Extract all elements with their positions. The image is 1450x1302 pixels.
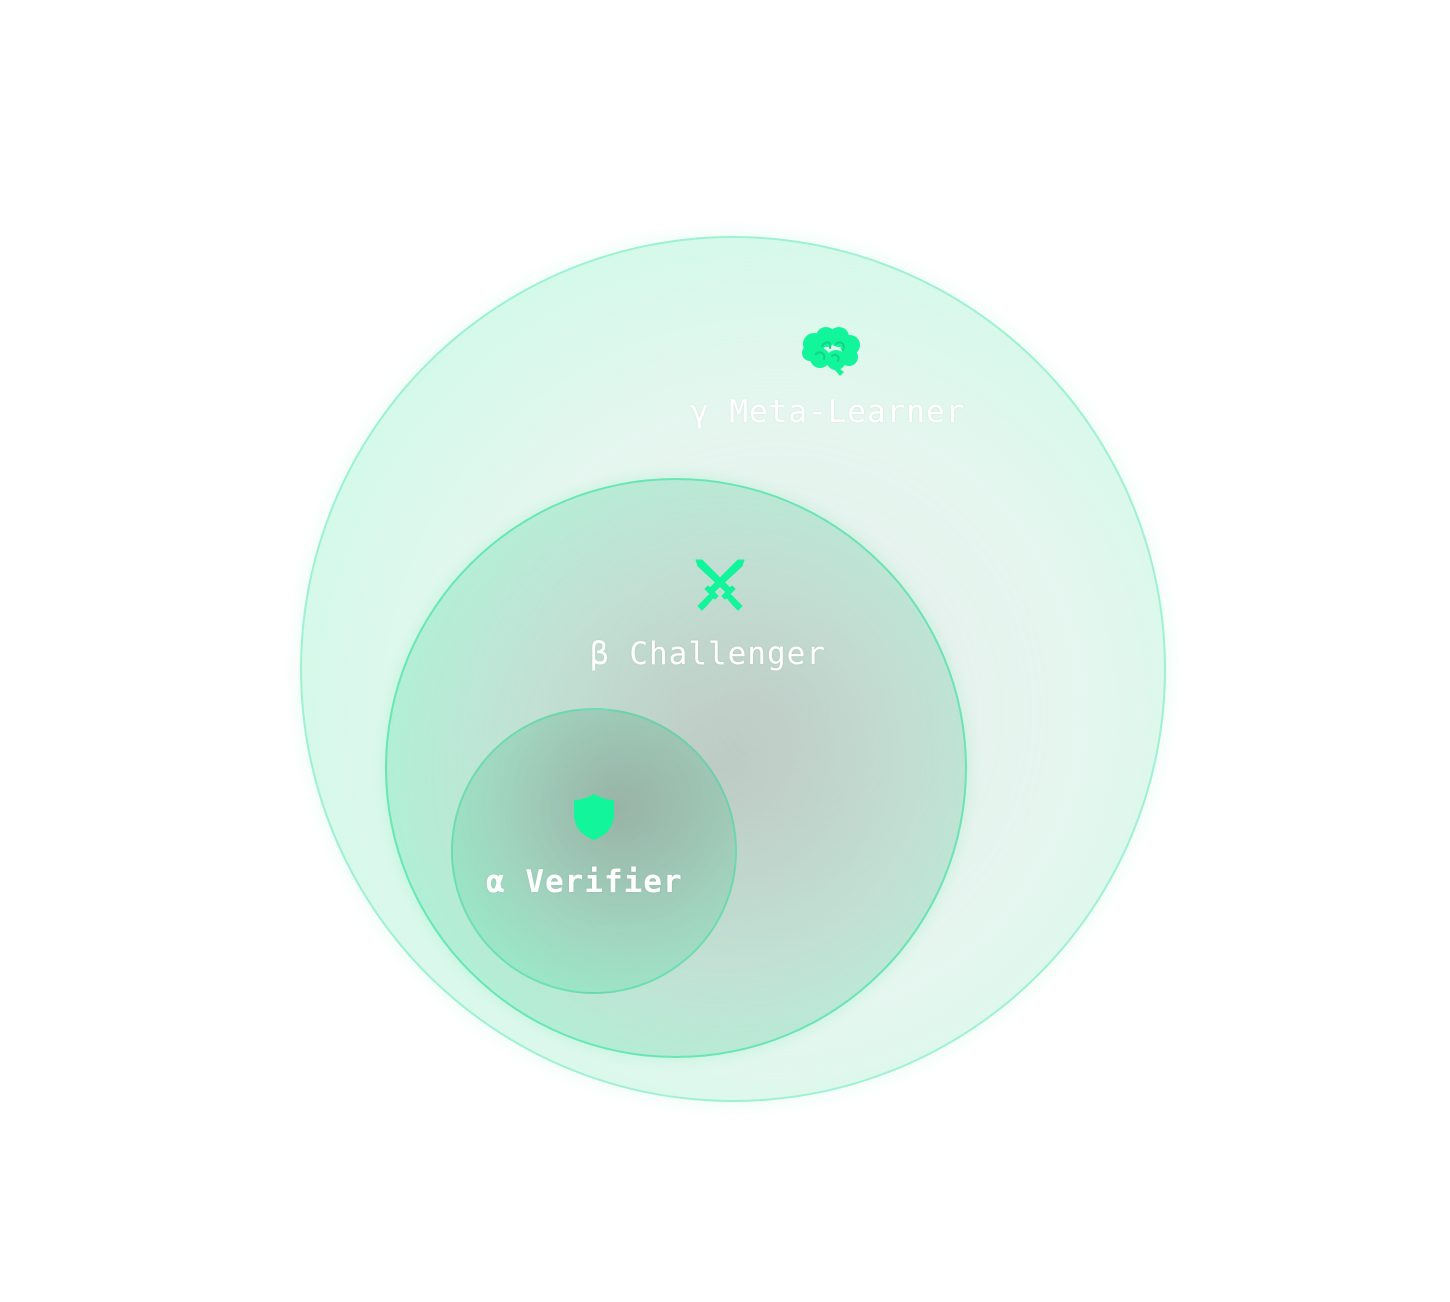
- crossed-swords-icon: [695, 559, 745, 611]
- verifier-circle: [451, 708, 737, 994]
- shield-icon: [574, 794, 614, 840]
- challenger-label: β Challenger: [590, 636, 826, 672]
- meta-learner-label: γ Meta-Learner: [690, 394, 966, 430]
- verifier-label: α Verifier: [486, 864, 683, 900]
- brain-icon: [802, 327, 860, 376]
